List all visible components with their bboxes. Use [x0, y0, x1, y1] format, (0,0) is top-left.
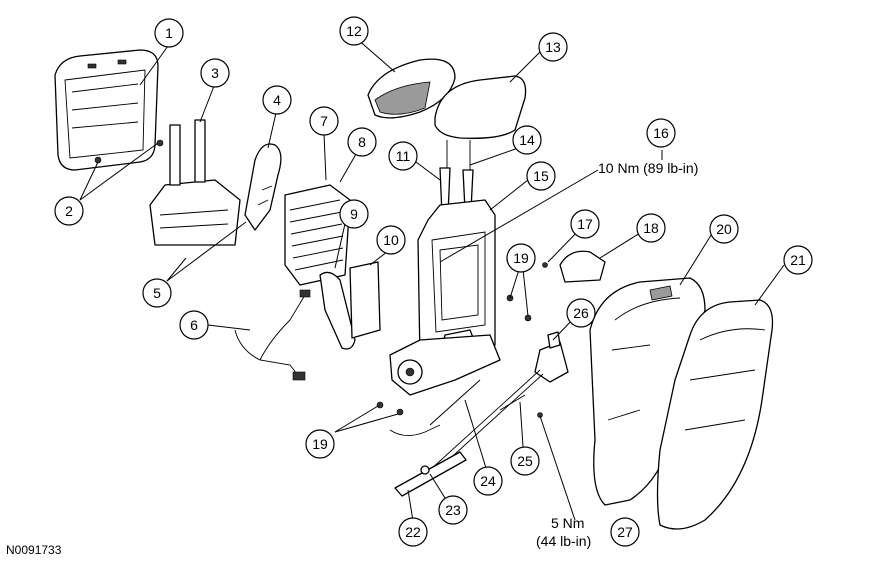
- svg-text:13: 13: [545, 39, 561, 55]
- callout-27: 27: [610, 517, 640, 547]
- svg-text:12: 12: [346, 23, 362, 39]
- callout-21: 21: [783, 245, 813, 275]
- torque-spec-27-value: 5 Nm: [551, 515, 585, 531]
- svg-text:17: 17: [577, 216, 593, 232]
- part-17-screw: [542, 262, 548, 268]
- svg-text:23: 23: [445, 502, 461, 518]
- part-3-bracket-panel: [149, 119, 241, 246]
- svg-text:21: 21: [790, 252, 806, 268]
- torque-spec-16: 10 Nm (89 lb-in): [598, 160, 699, 176]
- callout-10: 10: [376, 225, 406, 255]
- part-10-module: [349, 261, 381, 339]
- part-recliner-mechanism: [389, 334, 501, 396]
- callout-13: 13: [538, 32, 568, 62]
- part-21-seatback-foam: [656, 299, 774, 530]
- part-4-lumbar: [244, 143, 282, 231]
- svg-text:5: 5: [153, 285, 161, 301]
- torque-spec-27-imperial: (44 lb-in): [536, 533, 592, 549]
- callout-7: 7: [309, 106, 339, 136]
- callout-14: 14: [512, 125, 542, 155]
- svg-text:14: 14: [519, 132, 535, 148]
- callout-6: 6: [179, 310, 209, 340]
- callout-15: 15: [526, 161, 556, 191]
- leader-lines: [79, 37, 785, 522]
- part-6-wiring: [234, 289, 311, 381]
- callout-25: 25: [510, 446, 540, 476]
- part-11-14-guides: [439, 140, 474, 216]
- svg-text:26: 26: [573, 305, 589, 321]
- part-13-headrest: [434, 75, 527, 139]
- part-18-bracket: [559, 250, 606, 283]
- callout-16: 16: [646, 118, 676, 148]
- svg-text:19: 19: [312, 436, 328, 452]
- svg-text:1: 1: [165, 25, 173, 41]
- callout-12: 12: [339, 16, 369, 46]
- svg-text:4: 4: [273, 92, 281, 108]
- callout-5: 5: [142, 278, 172, 308]
- svg-text:8: 8: [358, 134, 366, 150]
- part-9-side-module: [319, 271, 356, 350]
- callout-8: 8: [347, 127, 377, 157]
- svg-text:15: 15: [533, 168, 549, 184]
- part-12-headrest-cover: [367, 58, 456, 119]
- part-26-motor: [534, 331, 569, 383]
- callout-9: 9: [339, 199, 369, 229]
- callout-2: 2: [54, 196, 84, 226]
- svg-text:2: 2: [65, 203, 73, 219]
- part-1-seatback-panel: [54, 49, 159, 171]
- svg-text:27: 27: [617, 524, 633, 540]
- svg-text:6: 6: [190, 317, 198, 333]
- part-2-clips: [94, 139, 164, 164]
- callout-18: 18: [636, 213, 666, 243]
- svg-text:20: 20: [716, 221, 732, 237]
- svg-text:19: 19: [513, 250, 529, 266]
- svg-text:25: 25: [517, 453, 533, 469]
- svg-text:24: 24: [480, 473, 496, 489]
- callout-1: 1: [154, 18, 184, 48]
- callout-19: 19: [506, 243, 536, 273]
- figure-id: N0091733: [6, 543, 62, 557]
- svg-text:3: 3: [211, 65, 219, 81]
- callout-4: 4: [262, 85, 292, 115]
- svg-text:18: 18: [643, 220, 659, 236]
- callout-24: 24: [473, 466, 503, 496]
- part-19-bolts: [376, 294, 532, 436]
- callout-23: 23: [438, 495, 468, 525]
- callout-26: 26: [566, 298, 596, 328]
- svg-text:10: 10: [383, 232, 399, 248]
- svg-text:7: 7: [320, 113, 328, 129]
- callout-3: 3: [200, 58, 230, 88]
- svg-text:22: 22: [405, 524, 421, 540]
- svg-text:9: 9: [350, 206, 358, 222]
- callout-17: 17: [570, 209, 600, 239]
- callout-19-lower: 19: [305, 429, 335, 459]
- callout-22: 22: [398, 517, 428, 547]
- callout-20: 20: [709, 214, 739, 244]
- part-7-8-spring-mat: [284, 184, 351, 286]
- callout-11: 11: [388, 141, 418, 171]
- svg-text:11: 11: [396, 148, 411, 164]
- svg-text:16: 16: [653, 125, 669, 141]
